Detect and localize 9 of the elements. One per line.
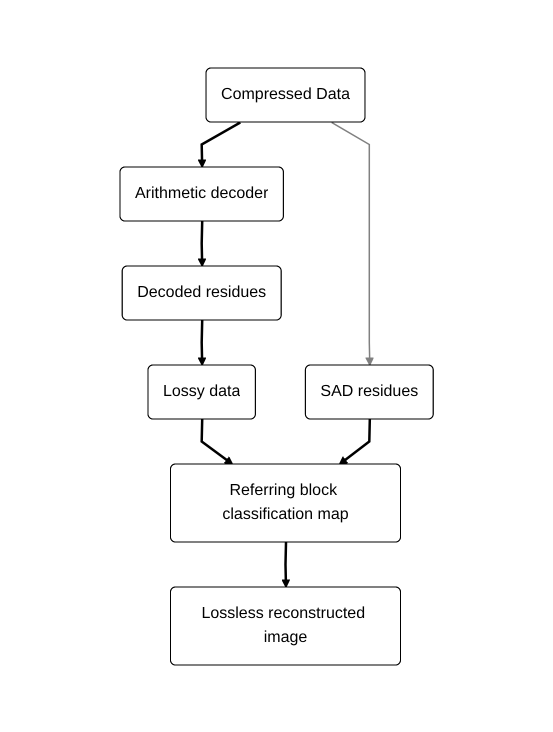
arrow bbox=[331, 121, 374, 366]
arrow bbox=[200, 418, 234, 464]
arrow bbox=[198, 120, 241, 168]
node-text: Lossless reconstructed image bbox=[201, 604, 365, 646]
arrow bbox=[198, 220, 206, 266]
arrow bbox=[198, 320, 206, 366]
arrow bbox=[281, 542, 290, 588]
node-text: Referring block classification map bbox=[222, 482, 349, 522]
arrow bbox=[338, 418, 371, 464]
